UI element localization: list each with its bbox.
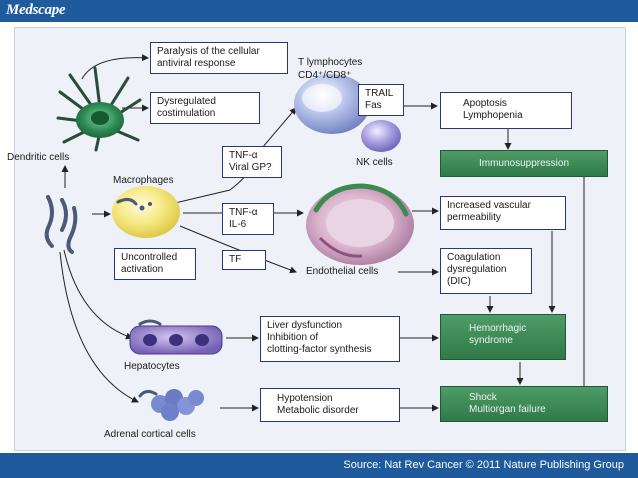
hypotension-box: Hypotension Metabolic disorder — [260, 388, 400, 422]
costim-line-2: costimulation — [157, 108, 216, 119]
endothelial-cells-label: Endothelial cells — [306, 266, 379, 277]
nk-cells-label: NK cells — [356, 157, 393, 168]
paralysis-box: Paralysis of the cellular antiviral resp… — [150, 42, 288, 74]
paralysis-line-2: antiviral response — [157, 58, 236, 69]
arrow-virus-hepatocytes — [63, 249, 133, 340]
tnf-viral-gp-box: TNF-α Viral GP? — [222, 146, 282, 178]
macrophage-illustration — [112, 186, 180, 238]
paralysis-line-1: Paralysis of the cellular — [157, 46, 260, 57]
arrow-dc-paralysis — [81, 54, 149, 80]
costim-line-1: Dysregulated — [157, 96, 216, 107]
endothelial-cell-illustration — [306, 183, 414, 265]
immunosuppression-box: Immunosuppression — [440, 150, 608, 177]
coagulation-line-1: Coagulation — [447, 252, 501, 263]
uncontrolled-line-2: activation — [121, 264, 164, 275]
header-bar: Medscape — [0, 0, 638, 22]
virus-particles-illustration — [44, 195, 78, 254]
shock-line-1: Shock — [469, 392, 497, 403]
trail-fas-box: TRAIL Fas — [358, 84, 404, 116]
hypotension-line-1: Hypotension — [277, 393, 333, 404]
liver-line-1: Liver dysfunction — [267, 320, 343, 331]
arrow-virus-adrenal — [59, 251, 139, 403]
hypotension-line-2: Metabolic disorder — [277, 405, 359, 416]
t-lymphocytes-label: T lymphocytes — [298, 57, 363, 68]
coagulation-line-3: (DIC) — [447, 276, 471, 287]
trail-line: TRAIL — [365, 88, 394, 99]
apoptosis-line-1: Apoptosis — [463, 98, 507, 109]
vascular-line-1: Increased vascular — [447, 200, 531, 211]
shock-line-2: Multiorgan failure — [469, 404, 546, 415]
hemorrhagic-line-1: Hemorrhagic — [469, 323, 527, 334]
tnf-alpha-line: TNF-α — [229, 150, 258, 161]
dendritic-cell-illustration — [56, 66, 142, 152]
tnf-il6-box: TNF-α IL-6 — [222, 203, 274, 235]
footer-bar: Source: Nat Rev Cancer © 2011 Nature Pub… — [0, 453, 638, 478]
tf-line: TF — [229, 254, 242, 265]
liver-line-2: Inhibition of — [267, 332, 319, 343]
hepatocytes-illustration — [129, 319, 223, 355]
immunosuppression-text: Immunosuppression — [478, 157, 570, 169]
uncontrolled-activation-box: Uncontrolled activation — [114, 248, 196, 280]
hepatocytes-label: Hepatocytes — [124, 361, 180, 372]
cd4-cd8-label: CD4⁺/CD8⁺ — [298, 70, 352, 81]
nk-cell-illustration — [361, 120, 401, 152]
adrenal-cells-illustration — [138, 389, 204, 421]
coagulation-line-2: dysregulation — [447, 264, 507, 275]
dendritic-cells-label: Dendritic cells — [7, 152, 70, 163]
apoptosis-line-2: Lymphopenia — [463, 110, 523, 121]
fas-line: Fas — [365, 100, 382, 111]
medscape-logo: Medscape — [6, 2, 66, 18]
coagulation-box: Coagulation dysregulation (DIC) — [440, 248, 532, 294]
vascular-line-2: permeability — [447, 212, 501, 223]
shock-box: Shock Multiorgan failure — [440, 386, 608, 422]
source-credit: Source: Nat Rev Cancer © 2011 Nature Pub… — [343, 459, 624, 471]
uncontrolled-line-1: Uncontrolled — [121, 252, 178, 263]
macrophages-label: Macrophages — [113, 175, 174, 186]
tnf-alpha-line-2: TNF-α — [229, 207, 258, 218]
apoptosis-box: Apoptosis Lymphopenia — [440, 92, 572, 129]
tf-box: TF — [222, 250, 266, 270]
adrenal-cortical-cells-label: Adrenal cortical cells — [104, 429, 196, 440]
liver-line-3: clotting-factor synthesis — [267, 344, 372, 355]
hemorrhagic-syndrome-box: Hemorrhagic syndrome — [440, 314, 566, 360]
costimulation-box: Dysregulated costimulation — [150, 92, 260, 124]
t-lymphocyte-illustration — [294, 74, 370, 134]
il6-line: IL-6 — [229, 219, 247, 230]
liver-dysfunction-box: Liver dysfunction Inhibition of clotting… — [260, 316, 400, 362]
viral-gp-line: Viral GP? — [229, 162, 272, 173]
vascular-permeability-box: Increased vascular permeability — [440, 196, 566, 230]
hemorrhagic-line-2: syndrome — [469, 335, 513, 346]
